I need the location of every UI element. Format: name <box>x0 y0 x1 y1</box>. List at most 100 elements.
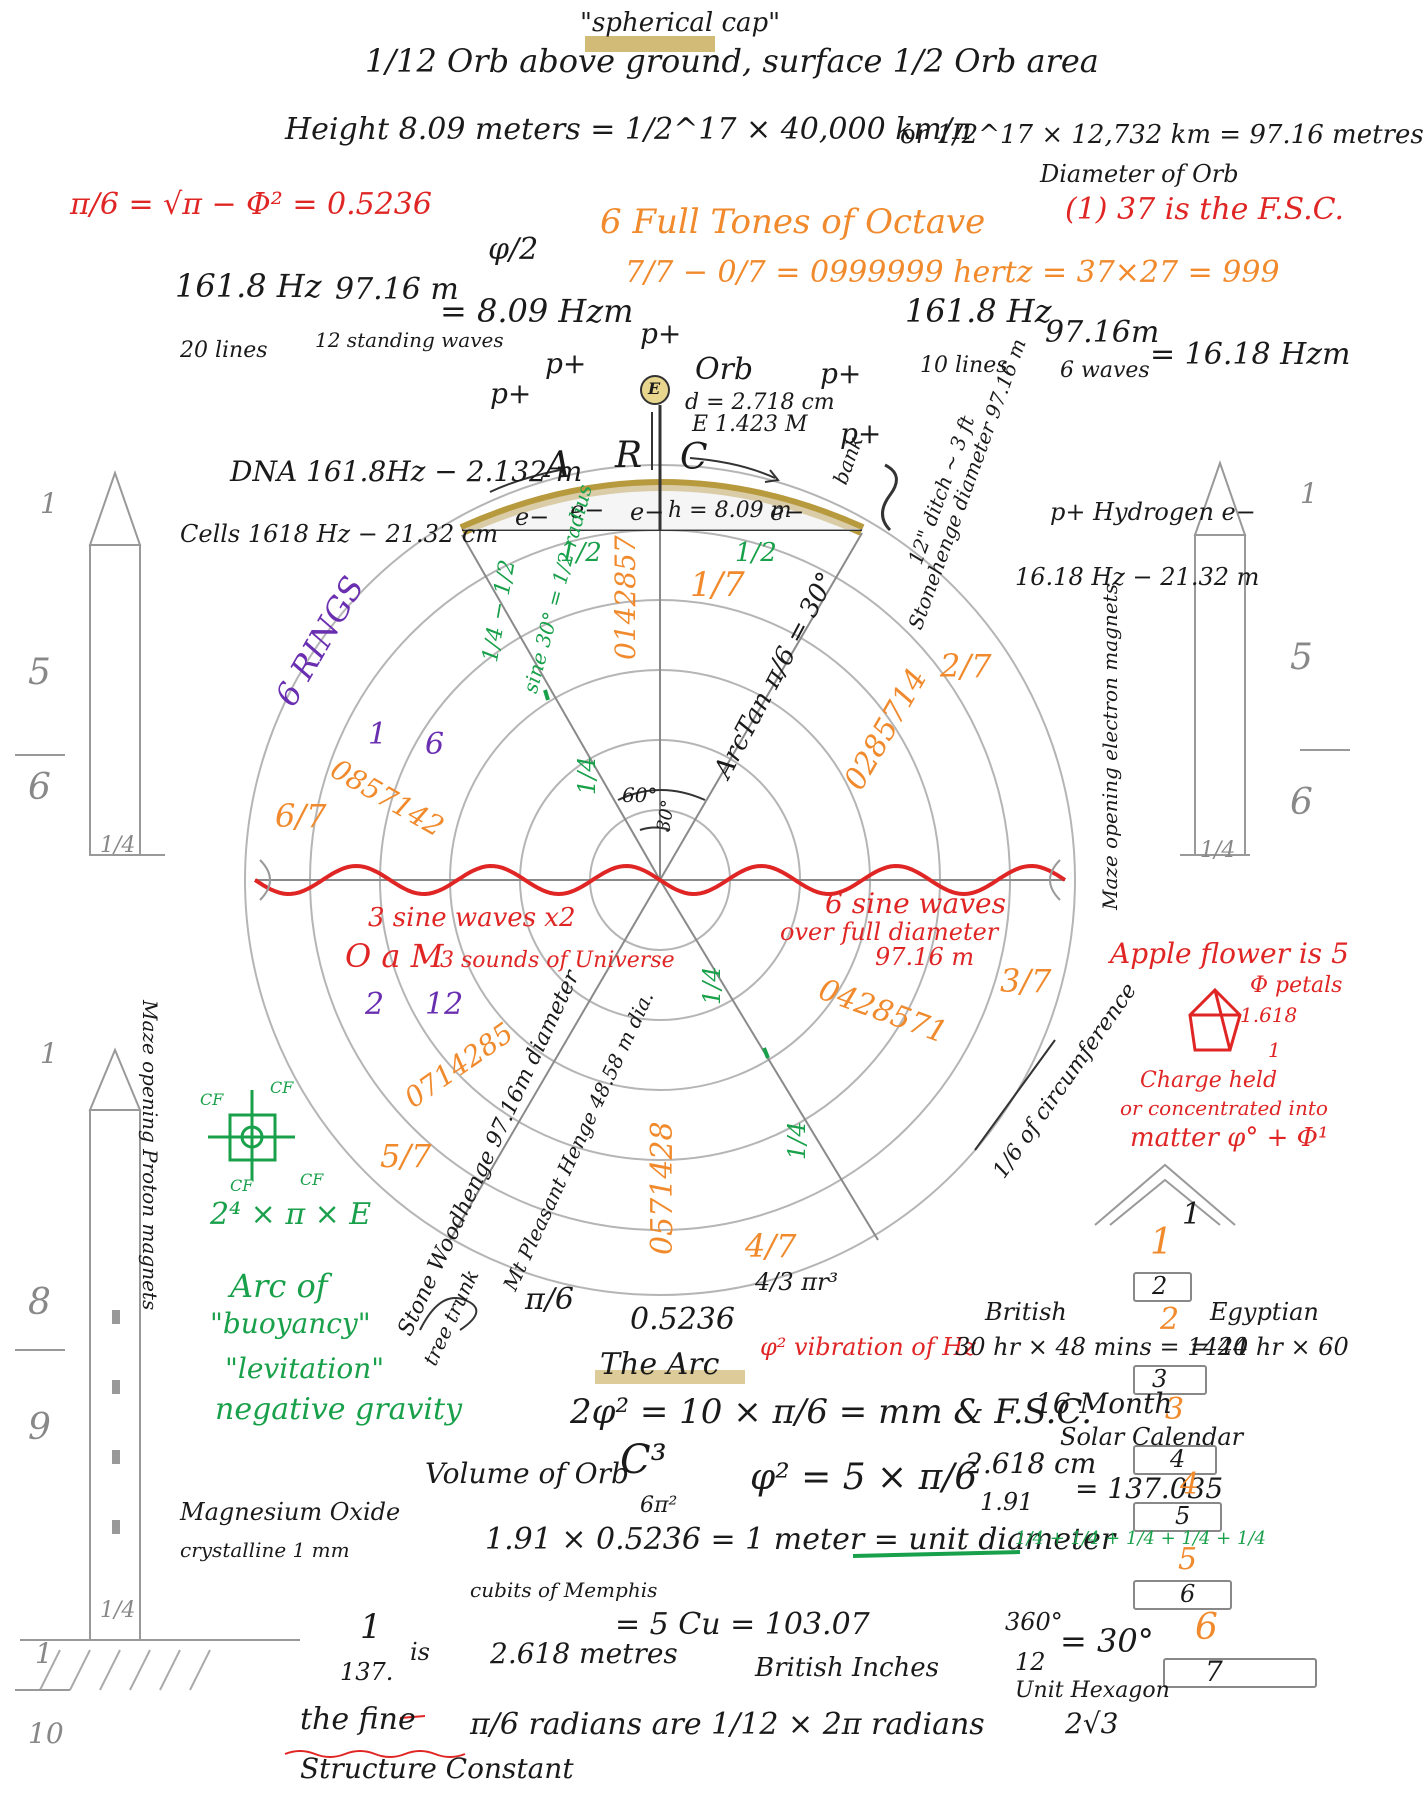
charge-held: Charge held <box>1140 1068 1278 1093</box>
left-standing: 12 standing waves <box>315 328 504 352</box>
solar-calendar: Solar Calendar <box>1060 1423 1244 1451</box>
egyptian-eq: = 24 hr × 60 <box>1190 1333 1349 1361</box>
sixty-degrees: 60° <box>622 783 658 807</box>
treetrunk-loop <box>419 1297 478 1331</box>
electron-4: e− <box>770 498 805 526</box>
deg-12: 12 <box>1015 1648 1046 1676</box>
fine-underline <box>284 1750 466 1758</box>
six-pi-sq: 6π² <box>640 1493 678 1518</box>
purple-six: 6 <box>425 727 445 762</box>
stair-orange-4: 4 <box>1180 1467 1200 1502</box>
h-value: h = 8.09 m <box>668 498 792 523</box>
fine-underline-2 <box>399 1715 426 1719</box>
quarters-line: 1/4 + 1/4 + 1/4 + 1/4 + 1/4 <box>1015 1528 1266 1549</box>
left-maze-curve <box>259 859 271 901</box>
cap-highlight <box>585 36 715 52</box>
orb-above-label: 1/12 Orb above ground, surface 1/2 Orb a… <box>365 42 1099 80</box>
spherical-cap-label: "spherical cap" <box>580 8 781 38</box>
arrow-head-right <box>764 469 780 483</box>
num-0142857: 0142857 <box>609 535 642 660</box>
ground-hatch <box>39 1649 211 1691</box>
obelisk-marks <box>112 1310 120 1534</box>
stair-black-2: 2 <box>1152 1272 1168 1300</box>
oam-label: O a M <box>345 937 444 975</box>
stair-box-7 <box>1163 1658 1317 1688</box>
arc-letter-c: C <box>680 437 708 478</box>
stair-black-5: 5 <box>1175 1502 1191 1530</box>
obelisk-bl-1: 1 <box>40 1037 58 1070</box>
obelisk-bottom-left <box>20 1047 300 1641</box>
obelisk-bl-8: 8 <box>28 1282 51 1323</box>
the-fine: the fine <box>300 1702 416 1737</box>
apple-flower <box>1188 987 1242 1052</box>
e-circle <box>640 375 670 405</box>
fsc-37: (1) 37 is the F.S.C. <box>1065 192 1345 227</box>
p-plus-5: p+ <box>840 417 882 450</box>
right-waves: 6 waves <box>1060 358 1150 383</box>
british-inches: British Inches <box>755 1653 940 1683</box>
obelisk-tr-1: 1 <box>1300 477 1318 510</box>
quarter-a: 1/4 <box>573 756 601 795</box>
pi-over-six: π/6 = √π − Φ² = 0.5236 <box>70 187 432 222</box>
obelisk-tl-1: 1 <box>40 487 58 520</box>
phi-sq-eq: φ² = 5 × π/6 <box>750 1457 978 1498</box>
phi-1618: 1.618 <box>1240 1003 1298 1027</box>
fsc-value: = 137.035 <box>1075 1472 1224 1505</box>
obelisk-bl-10: 10 <box>28 1717 64 1750</box>
left-result: = 8.09 Hzm <box>440 292 634 330</box>
deg-30: = 30° <box>1060 1622 1154 1660</box>
obelisk-top-left <box>88 469 165 856</box>
radians-line: π/6 radians are 1/12 × 2π radians <box>470 1707 985 1742</box>
hydrogen-label: p+ Hydrogen e− <box>1050 498 1256 526</box>
half-1: 1/2 <box>560 538 602 568</box>
stair-orange-1: 1 <box>1150 1222 1173 1263</box>
sixteen-month: 16 Month <box>1035 1387 1173 1420</box>
electron-3: e− <box>630 498 665 526</box>
five-cu: = 5 Cu = 103.07 <box>615 1607 870 1642</box>
stair-orange-3: 3 <box>1165 1392 1185 1427</box>
obelisk-tl-5: 5 <box>28 652 51 693</box>
stair-black-1: 1 <box>1182 1197 1202 1232</box>
p-plus-4: p+ <box>820 357 862 390</box>
one-over: 1 <box>360 1607 382 1647</box>
height-equation: Height 8.09 meters = 1/2^17 × 40,000 km/… <box>285 112 972 147</box>
phi-over-two: φ/2 <box>488 232 539 267</box>
stair-orange-2: 2 <box>1160 1302 1180 1337</box>
c-cubed: C³ <box>620 1437 667 1483</box>
stair-box-5 <box>1133 1502 1222 1532</box>
p-plus-2: p+ <box>545 347 587 380</box>
five-sevenths: 5/7 <box>380 1137 432 1175</box>
over-full-diameter: over full diameter <box>780 918 999 946</box>
or-equation: or 1/2^17 × 12,732 km = 97.16 metres <box>900 120 1424 150</box>
hand-drawn-diagram <box>15 36 1350 1758</box>
obelisk-tl-6: 6 <box>28 767 51 808</box>
pi-6-lower: π/6 <box>525 1282 574 1317</box>
buoyancy: "buoyancy" <box>210 1307 371 1340</box>
cells-label: Cells 1618 Hz − 21.32 cm <box>180 520 499 548</box>
two-sevenths: 2/7 <box>940 647 992 685</box>
cubits-line: 1.91 × 0.5236 = 1 meter = unit diameter <box>485 1522 1116 1557</box>
three-sevenths: 3/7 <box>1000 962 1052 1000</box>
obelisk-top-right <box>1180 459 1250 856</box>
levitation: "levitation" <box>225 1352 385 1385</box>
concentrated-label: or concentrated into <box>1120 1096 1328 1120</box>
right-result: = 16.18 Hzm <box>1150 337 1351 372</box>
arc-arrow-left <box>489 469 561 493</box>
left-lines: 20 lines <box>180 338 268 363</box>
diameter-of-orb: Diameter of Orb <box>1040 160 1239 188</box>
quarter-c: 1/4 <box>783 1121 811 1160</box>
egyptian-label: Egyptian <box>1210 1298 1319 1326</box>
cf-top-left: CF <box>200 1090 224 1109</box>
p-plus-1: p+ <box>490 377 532 410</box>
british-label: British <box>985 1298 1067 1326</box>
obelisk-bl-1b: 1 <box>35 1637 53 1670</box>
phi-sq-vibration: φ² vibration of Hz <box>760 1333 976 1361</box>
e-circle-label: E <box>648 379 661 398</box>
stair-box-2 <box>1133 1272 1192 1302</box>
obelisk-tl-quarter: 1/4 <box>100 833 136 858</box>
sixth-arrow <box>974 1039 1056 1151</box>
petals-label: Φ petals <box>1250 973 1343 998</box>
cf-top-right: CF <box>270 1078 294 1097</box>
arc-arrow-right <box>689 457 776 479</box>
negative-gravity: negative gravity <box>215 1392 463 1427</box>
